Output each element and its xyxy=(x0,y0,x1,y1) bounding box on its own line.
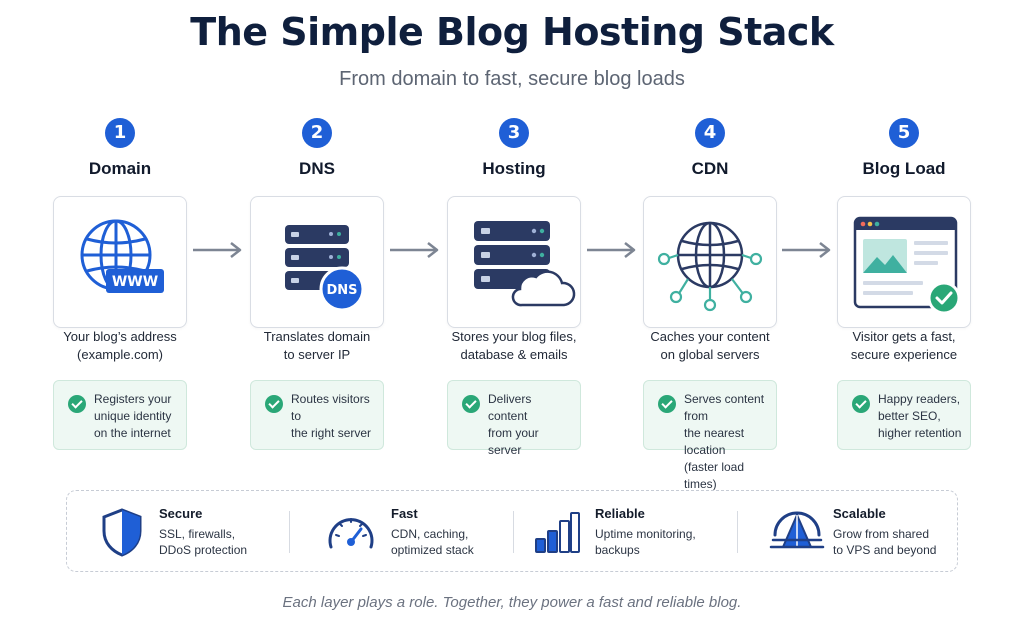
step-number-badge: 3 xyxy=(499,118,529,148)
step-hosting: 3 Hosting Stores your blog files, databa… xyxy=(447,118,581,457)
step-description: Visitor gets a fast, secure experience xyxy=(850,329,958,362)
step-title: DNS xyxy=(299,159,335,178)
check-icon xyxy=(658,395,676,413)
page-title: The Simple Blog Hosting Stack xyxy=(190,10,834,54)
feature-name: Reliable xyxy=(595,506,645,521)
feature-description: Uptime monitoring, backups xyxy=(595,527,696,557)
www-badge: WWW xyxy=(112,274,158,290)
step-title: CDN xyxy=(691,159,729,178)
benefit-box: Serves content from the nearest location… xyxy=(643,380,777,491)
step-number-badge: 4 xyxy=(695,118,725,148)
step-cdn: 4 CDN xyxy=(643,118,777,491)
check-icon xyxy=(68,395,86,413)
step-number-badge: 5 xyxy=(889,118,919,148)
divider xyxy=(737,511,738,553)
step-domain: 1 Domain WWW Your blog’s address (exampl… xyxy=(53,118,187,450)
benefit-text: Routes visitors to the right server xyxy=(291,392,372,440)
arrow-right-icon xyxy=(587,242,636,258)
arrow-right-icon xyxy=(782,242,831,258)
benefit-text: Serves content from the nearest location… xyxy=(684,392,765,491)
browser-window-check-icon xyxy=(853,216,961,315)
speedometer-icon xyxy=(328,518,374,549)
step-description: Caches your content on global servers xyxy=(650,329,770,362)
step-blog-load: 5 Blog Load Visitor gets a fast, secure … xyxy=(837,118,971,450)
globe-www-icon: WWW xyxy=(80,219,164,293)
feature-secure: Secure SSL, firewalls, DDoS protection xyxy=(99,491,289,571)
icon-card: DNS xyxy=(250,196,384,328)
benefit-box: Happy readers, better SEO, higher retent… xyxy=(837,380,971,450)
feature-name: Secure xyxy=(159,506,203,521)
feature-description: SSL, firewalls, DDoS protection xyxy=(159,527,248,557)
dns-badge: DNS xyxy=(326,283,357,298)
server-cloud-icon xyxy=(474,221,576,307)
feature-fast: Fast CDN, caching, optimized stack xyxy=(325,491,515,571)
shield-icon xyxy=(102,508,142,557)
benefit-text: Delivers content from your server xyxy=(488,392,539,457)
step-title: Blog Load xyxy=(862,159,946,178)
scale-pyramid-icon xyxy=(769,511,825,549)
check-icon xyxy=(462,395,480,413)
bar-chart-icon xyxy=(535,512,580,553)
feature-reliable: Reliable Uptime monitoring, backups xyxy=(533,491,743,571)
step-description: Translates domain to server IP xyxy=(263,329,371,362)
cdn-network-globe-icon xyxy=(657,221,763,312)
check-icon xyxy=(265,395,283,413)
icon-card xyxy=(837,196,971,328)
footer-tagline: Each layer plays a role. Together, they … xyxy=(282,594,742,611)
feature-name: Fast xyxy=(391,506,418,521)
arrow-right-icon xyxy=(193,242,242,258)
feature-scalable: Scalable Grow from shared to VPS and bey… xyxy=(769,491,954,571)
benefit-text: Registers your unique identity on the in… xyxy=(94,392,172,440)
step-number-badge: 2 xyxy=(302,118,332,148)
page-subtitle: From domain to fast, secure blog loads xyxy=(339,68,685,90)
step-title: Hosting xyxy=(482,159,546,178)
arrow-right-icon xyxy=(390,242,439,258)
feature-name: Scalable xyxy=(833,506,886,521)
benefit-box: Registers your unique identity on the in… xyxy=(53,380,187,450)
check-icon xyxy=(852,395,870,413)
icon-card: WWW xyxy=(53,196,187,328)
step-title: Domain xyxy=(88,159,152,178)
divider xyxy=(289,511,290,553)
step-dns: 2 DNS DNS Translates domain to server IP xyxy=(250,118,384,450)
features-panel: Secure SSL, firewalls, DDoS protection F… xyxy=(66,490,958,572)
benefit-box: Routes visitors to the right server xyxy=(250,380,384,450)
icon-card xyxy=(643,196,777,328)
benefit-box: Delivers content from your server xyxy=(447,380,581,457)
feature-description: CDN, caching, optimized stack xyxy=(391,527,474,557)
benefit-text: Happy readers, better SEO, higher retent… xyxy=(878,392,962,440)
divider xyxy=(513,511,514,553)
feature-description: Grow from shared to VPS and beyond xyxy=(833,527,937,557)
dns-server-icon: DNS xyxy=(285,225,365,312)
step-number-badge: 1 xyxy=(105,118,135,148)
step-description: Your blog’s address (example.com) xyxy=(63,329,177,362)
icon-card xyxy=(447,196,581,328)
step-description: Stores your blog files, database & email… xyxy=(451,329,577,362)
